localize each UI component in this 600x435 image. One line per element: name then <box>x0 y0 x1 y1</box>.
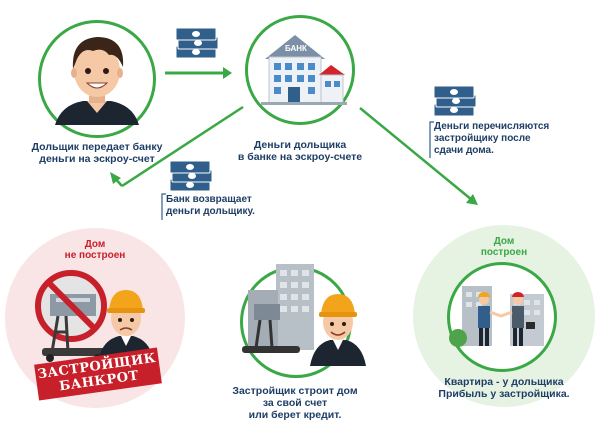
bank-caption-line-1: Деньги дольщика <box>253 139 347 151</box>
refund-note: Банк возвращает деньги дольщику. <box>166 194 255 218</box>
not-built-label: Дом не построен <box>55 239 135 261</box>
builder-caption-line-3: или берет кредит. <box>248 409 342 421</box>
bank-caption: Деньги дольщика в банке на эскроу-счете <box>225 139 375 163</box>
depositor-caption-line-2: деньги на эскроу-счет <box>39 153 155 165</box>
depositor-caption: Дольщик передает банку деньги на эскроу-… <box>22 141 172 165</box>
handshake-scene <box>449 286 544 347</box>
bank-sign: БАНК <box>281 44 311 53</box>
refund-note-line-1: Банк возвращает <box>166 194 252 205</box>
worker-sad-avatar <box>99 290 153 358</box>
built-label-line-1: Дом <box>493 236 515 247</box>
bank-building-icon <box>261 35 347 105</box>
not-built-label-line-1: Дом <box>84 239 106 250</box>
result-caption: Квартира - у дольщика Прибыль у застройщ… <box>428 376 580 400</box>
money-stack-icon-top <box>175 27 219 59</box>
transfer-note-bracket <box>429 121 434 158</box>
no-sign-slash <box>45 279 99 333</box>
money-stack-icon-left <box>169 160 213 192</box>
built-label: Дом построен <box>464 236 544 258</box>
built-label-line-2: построен <box>480 247 528 258</box>
refund-note-line-2: деньги дольщику. <box>166 206 255 217</box>
result-caption-line-1: Квартира - у дольщика <box>444 376 564 388</box>
refund-note-bracket <box>161 193 166 220</box>
builder-caption-line-2: за свой счет <box>262 397 328 409</box>
transfer-note-line-2: застройщику после <box>434 133 531 144</box>
builder-scene <box>242 264 366 366</box>
money-stack-icon-right <box>433 85 477 117</box>
bank-sign-text: БАНК <box>285 44 307 53</box>
result-caption-line-2: Прибыль у застройщика. <box>438 388 570 400</box>
transfer-note-line-3: сдачи дома. <box>434 145 494 156</box>
depositor-avatar <box>55 37 139 125</box>
not-built-label-line-2: не построен <box>64 250 126 261</box>
builder-caption: Застройщик строит дом за свой счет или б… <box>215 385 375 421</box>
transfer-note: Деньги перечисляются застройщику после с… <box>434 121 549 157</box>
builder-caption-line-1: Застройщик строит дом <box>232 385 358 397</box>
transfer-note-line-1: Деньги перечисляются <box>434 121 550 132</box>
depositor-caption-line-1: Дольщик передает банку <box>31 141 163 153</box>
bank-caption-line-2: в банке на эскроу-счете <box>237 151 363 163</box>
